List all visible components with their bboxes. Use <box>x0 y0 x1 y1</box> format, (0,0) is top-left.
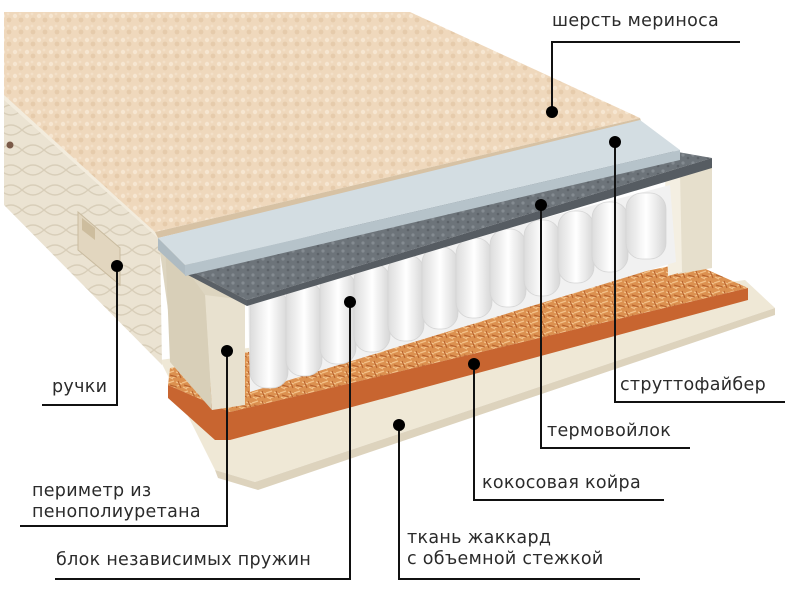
air-vent-icon <box>6 141 14 149</box>
label-merino-wool: шерсть мериноса <box>552 11 720 31</box>
merino-wool-top-layer <box>4 12 642 238</box>
callout-spring <box>55 302 351 580</box>
label-struttofiber: струттофайбер <box>620 375 767 395</box>
callout-merino <box>551 41 740 111</box>
callout-dots <box>111 106 621 431</box>
handle-strap <box>77 210 121 287</box>
thermofelt-layer <box>185 148 712 306</box>
label-handles: ручки <box>52 377 108 397</box>
label-perimeter-line2: пенополиуретана <box>32 502 201 522</box>
label-jacquard-line2: с объемной стежкой <box>407 549 604 569</box>
label-spring-block: блок независимых пружин <box>56 550 312 570</box>
label-coconut-coir: кокосовая койра <box>482 473 641 493</box>
callout-lines <box>20 41 785 580</box>
label-jacquard-line1: ткань жаккард <box>407 528 552 548</box>
callout-thermofelt <box>540 205 690 449</box>
callout-perimeter <box>20 351 228 527</box>
callout-struttofiber <box>614 142 785 403</box>
callout-handles <box>42 266 118 406</box>
label-perimeter-line1: периметр из <box>32 481 152 501</box>
struttofiber-layer <box>158 120 680 276</box>
label-thermofelt: термовойлок <box>547 421 672 441</box>
callout-jacquard <box>398 425 640 580</box>
callout-coir <box>473 364 664 501</box>
